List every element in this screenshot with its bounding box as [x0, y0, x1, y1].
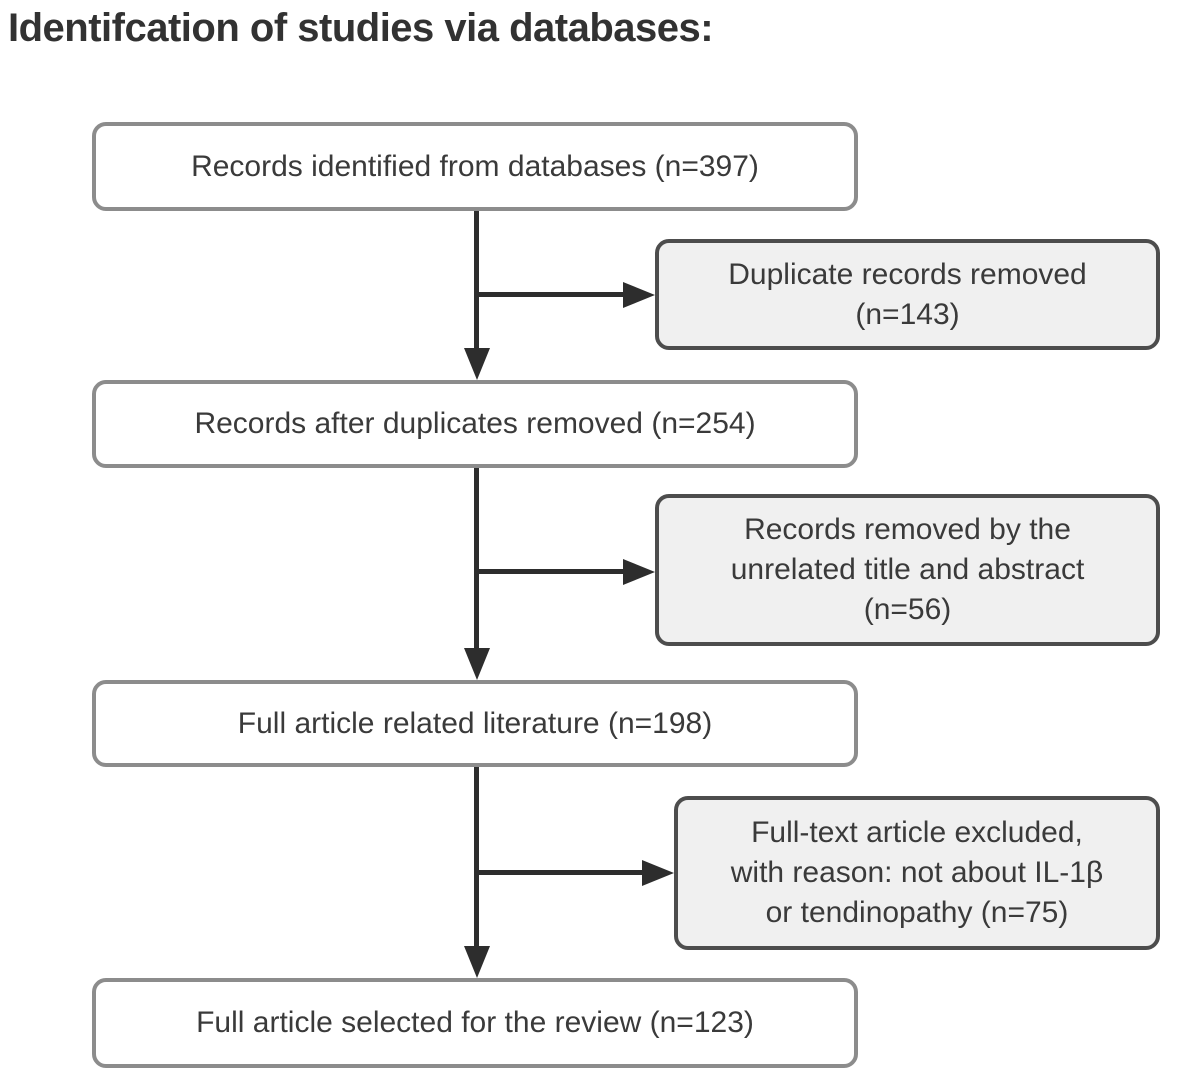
main-box-label: Records after duplicates removed (n=254) [194, 407, 756, 440]
side-box-label: Records removed by the unrelated title a… [730, 513, 1085, 626]
arrow-right-icon-3 [642, 860, 674, 886]
arrow-right-icon-1 [623, 282, 655, 308]
main-box-after-duplicates: Records after duplicates removed (n=254) [92, 380, 858, 468]
side-box-unrelated-removed: Records removed by the unrelated title a… [655, 494, 1160, 646]
side-box-label: Full-text article excluded, with reason:… [730, 816, 1104, 929]
flow-line-vertical-1 [474, 211, 479, 351]
main-box-full-article-related: Full article related literature (n=198) [92, 680, 858, 767]
arrow-right-icon-2 [623, 559, 655, 585]
main-box-records-identified: Records identified from databases (n=397… [92, 122, 858, 211]
main-box-label: Full article selected for the review (n=… [196, 1006, 754, 1039]
diagram-title: Identifcation of studies via databases: [8, 6, 714, 50]
main-box-selected-for-review: Full article selected for the review (n=… [92, 978, 858, 1068]
flow-line-vertical-3 [474, 767, 479, 948]
flow-line-branch-1 [477, 292, 623, 297]
side-box-duplicates-removed: Duplicate records removed (n=143) [655, 239, 1160, 350]
flow-line-branch-3 [477, 870, 642, 875]
side-box-fulltext-excluded: Full-text article excluded, with reason:… [674, 796, 1160, 950]
side-box-label: Duplicate records removed (n=143) [728, 257, 1087, 331]
main-box-label: Full article related literature (n=198) [237, 706, 713, 740]
flow-line-branch-2 [477, 569, 623, 574]
arrow-down-icon-1 [464, 348, 490, 380]
arrow-down-icon-3 [464, 946, 490, 978]
flow-line-vertical-2 [474, 468, 479, 650]
arrow-down-icon-2 [464, 648, 490, 680]
main-box-label: Records identified from databases (n=397… [191, 149, 759, 183]
